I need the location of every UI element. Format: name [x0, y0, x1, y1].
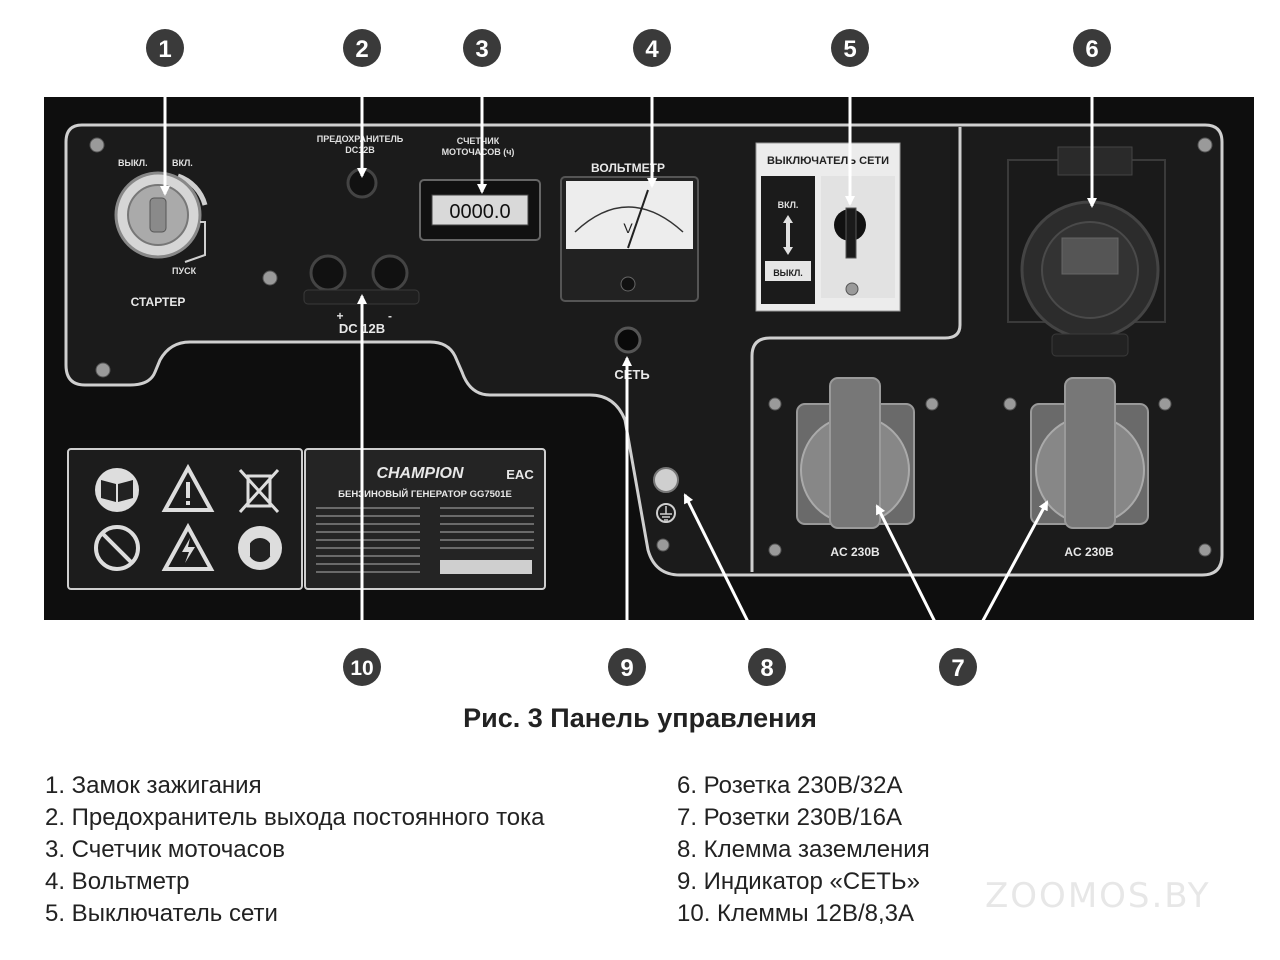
mains-switch-on-label: ВКЛ. [778, 200, 799, 210]
ear-protection-icon [238, 526, 282, 570]
svg-text:9: 9 [620, 655, 633, 682]
up-down-arrow-icon [783, 215, 793, 255]
nameplate [304, 448, 546, 590]
svg-text:5: 5 [843, 36, 856, 63]
brand-logo: CHAMPION [376, 465, 464, 482]
network-indicator-lamp [614, 326, 642, 354]
svg-text:3: 3 [475, 36, 488, 63]
legend-item: 4. Вольтметр [45, 868, 190, 895]
mains-switch-off-label: ВЫКЛ. [773, 268, 803, 278]
svg-text:6: 6 [1085, 36, 1098, 63]
callout-badge-7: 7 [939, 648, 977, 686]
legend-item: 9. Индикатор «СЕТЬ» [677, 868, 920, 895]
callout-badge-9: 9 [608, 648, 646, 686]
nameplate-spec-lines [316, 507, 534, 573]
callout-leader-lines [160, 70, 1097, 653]
starter-start-label: ПУСК [172, 266, 197, 276]
hour-meter-label-line2: МОТОЧАСОВ (ч) [442, 147, 515, 157]
warning-icon [161, 463, 215, 512]
dc-plus-label: + [336, 309, 343, 323]
callout-badge-4: 4 [633, 29, 671, 67]
callout-badge-2: 2 [343, 29, 381, 67]
starter-label: СТАРТЕР [131, 295, 186, 309]
voltmeter-label: ВОЛЬТМЕТР [591, 161, 665, 175]
panel-outline-sockets [750, 127, 962, 572]
bin-crossed-icon [238, 468, 280, 514]
socket-32a[interactable] [1007, 146, 1166, 357]
legend-item: 1. Замок зажигания [45, 772, 262, 799]
figure-caption: Рис. 3 Панель управления [463, 703, 817, 733]
callout-badge-6: 6 [1073, 29, 1111, 67]
callout-badge-3: 3 [463, 29, 501, 67]
nameplate-title: БЕНЗИНОВЫЙ ГЕНЕРАТОР GG7501E [338, 488, 512, 500]
starter-on-label: ВКЛ. [172, 158, 193, 168]
hour-meter-reading: 0000.0 [449, 201, 510, 223]
legend-item: 2. Предохранитель выхода постоянного ток… [45, 804, 545, 831]
legend-item: 3. Счетчик моточасов [45, 836, 285, 863]
legend-item: 8. Клемма заземления [677, 836, 930, 863]
mains-switch-toggle[interactable] [834, 207, 866, 259]
ignition-switch[interactable] [114, 171, 208, 263]
socket-16a-right[interactable] [1030, 377, 1149, 529]
svg-text:8: 8 [760, 655, 773, 682]
dc-minus-label: - [388, 309, 392, 323]
legend-item: 6. Розетка 230В/32А [677, 772, 903, 799]
legend-right: 6. Розетка 230В/32А 7. Розетки 230В/16А … [677, 770, 930, 930]
eac-mark: EAC [506, 467, 534, 482]
legend-item: 7. Розетки 230В/16А [677, 804, 902, 831]
legend-item: 5. Выключатель сети [45, 900, 278, 927]
electric-hazard-icon [161, 522, 215, 571]
book-icon [95, 468, 139, 512]
voltmeter-unit: V [623, 220, 633, 236]
svg-text:1: 1 [158, 36, 171, 63]
callout-badge-5: 5 [831, 29, 869, 67]
legend-left: 1. Замок зажигания 2. Предохранитель вых… [45, 770, 545, 930]
network-indicator-label: СЕТЬ [614, 367, 649, 382]
fuse-label-line1: ПРЕДОХРАНИТЕЛЬ [317, 134, 404, 144]
svg-text:2: 2 [355, 36, 368, 63]
legend-item: 10. Клеммы 12В/8,3А [677, 900, 915, 927]
hour-meter-label-line1: СЧЕТЧИК [457, 136, 500, 146]
no-fire-icon [94, 525, 140, 571]
callout-badge-10: 10 [343, 648, 381, 686]
watermark: ZOOMOS.BY [985, 876, 1211, 916]
ground-icon [656, 503, 676, 523]
socket-right-label: AC 230В [1064, 545, 1114, 559]
callout-badge-1: 1 [146, 29, 184, 67]
mains-switch-title: ВЫКЛЮЧАТЕЛЬ СЕТИ [767, 155, 889, 167]
svg-text:7: 7 [951, 655, 964, 682]
starter-off-label: ВЫКЛ. [118, 158, 148, 168]
control-panel-figure: ВЫКЛ. ВКЛ. ПУСК СТАРТЕР ПРЕДОХРАНИТЕЛЬ D… [44, 29, 1254, 686]
socket-left-label: AC 230В [830, 545, 880, 559]
key-icon [149, 197, 167, 233]
ground-terminal[interactable] [653, 467, 679, 493]
svg-text:4: 4 [645, 36, 659, 63]
panel-outline-main [64, 123, 1224, 577]
callout-badge-8: 8 [748, 648, 786, 686]
svg-text:10: 10 [350, 657, 373, 680]
socket-16a-left[interactable] [796, 377, 915, 529]
fuse-label-line2: DC12В [345, 145, 375, 155]
